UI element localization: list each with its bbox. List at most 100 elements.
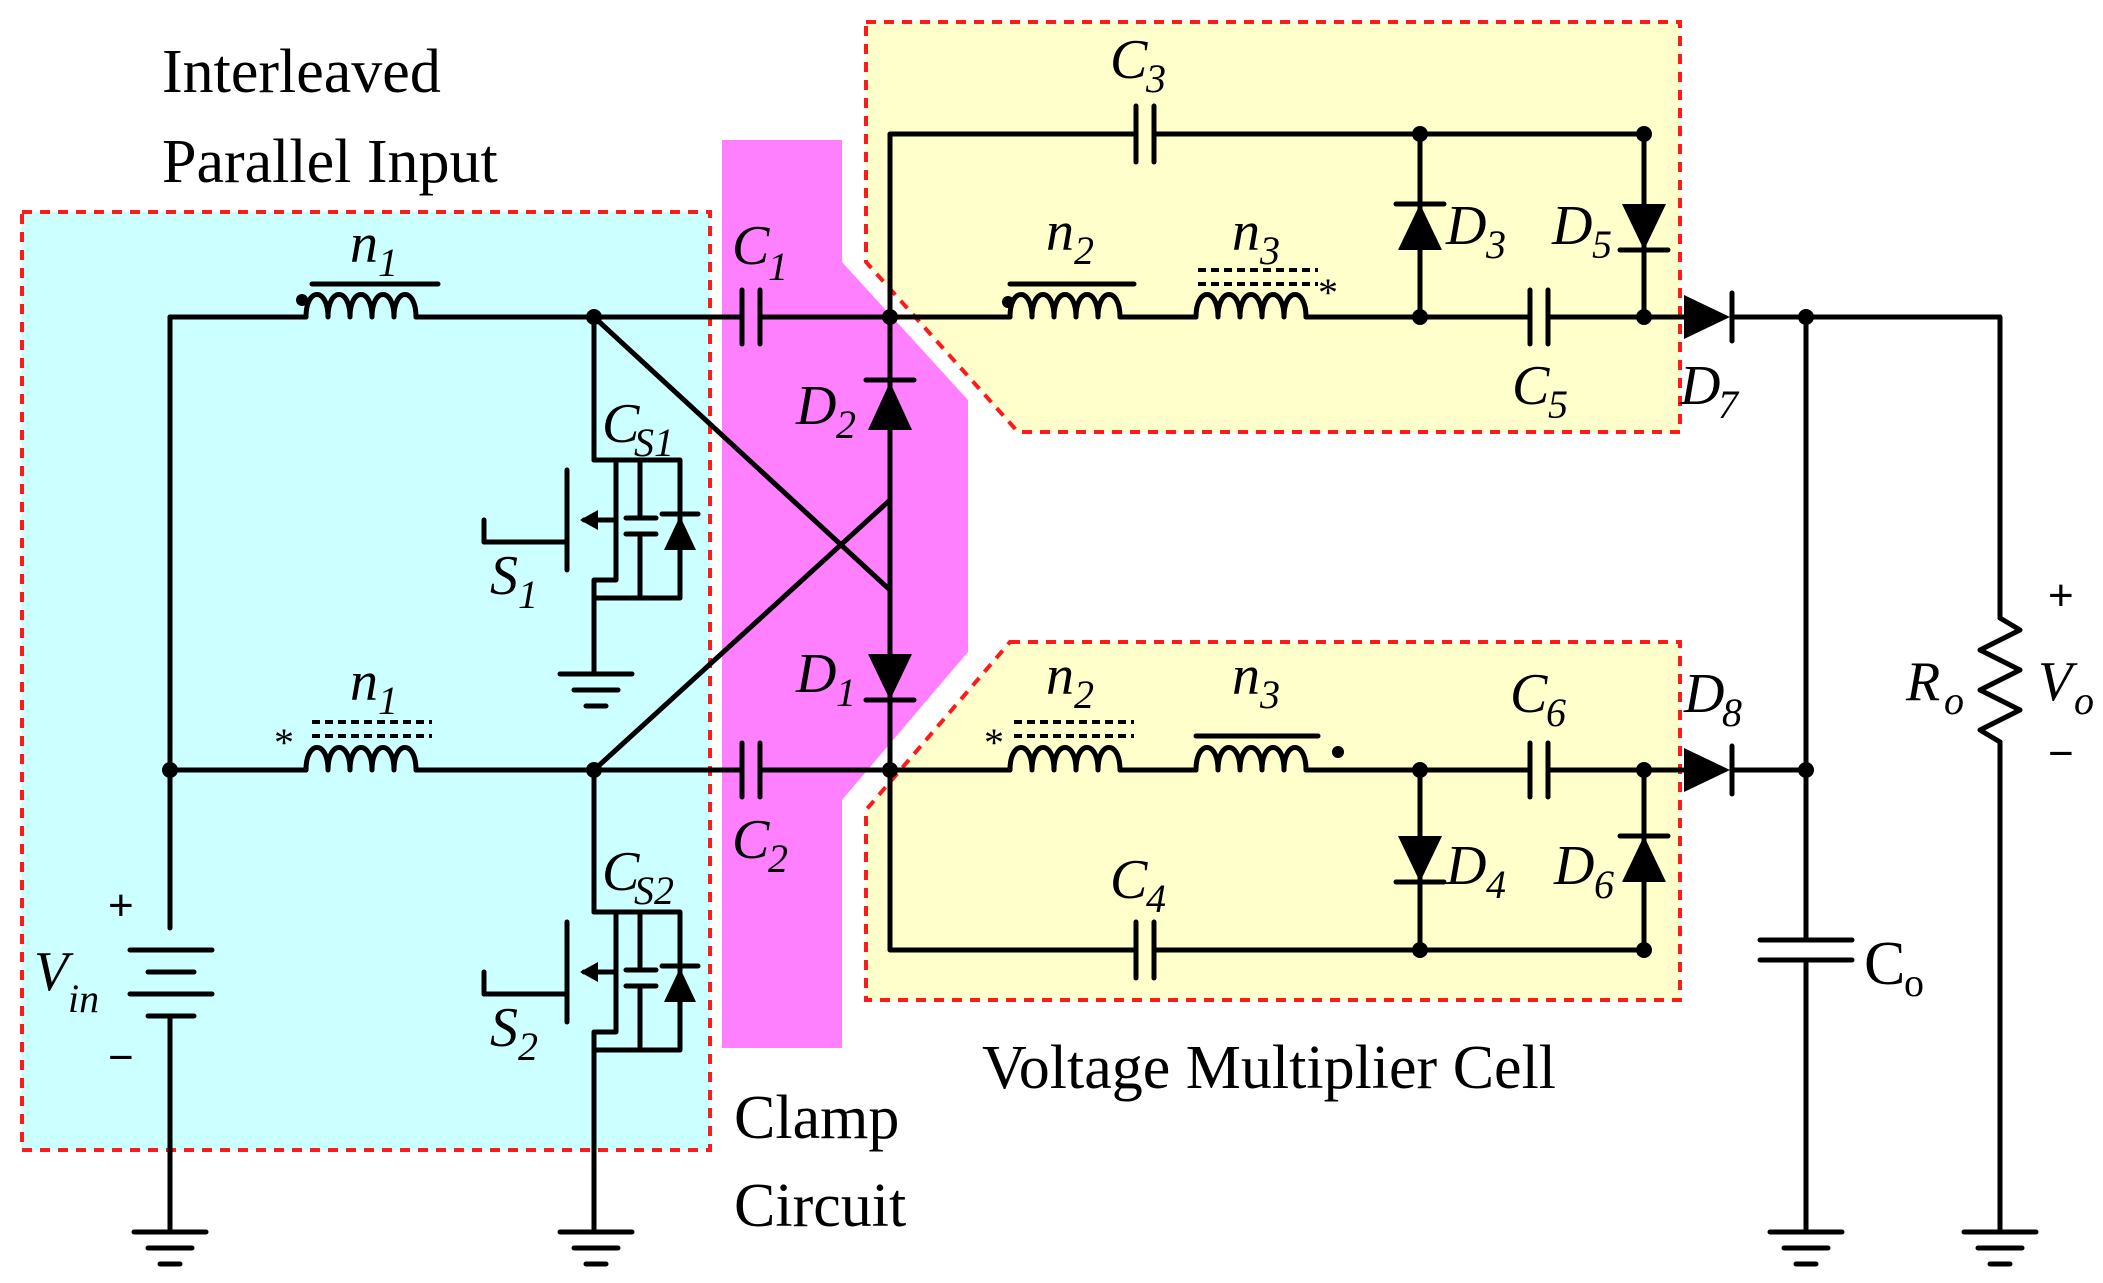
- label-n3-top-sub: 3: [1259, 228, 1280, 273]
- dot-n2-top: [1002, 296, 1014, 308]
- label-n3-bottom-sub: 3: [1259, 672, 1280, 717]
- vin-minus: −: [108, 1033, 134, 1082]
- label-d5: D: [1551, 195, 1592, 257]
- label-n1-top-sub: 1: [378, 240, 398, 285]
- label-c2: C: [732, 809, 770, 871]
- wire-vmc-bottom-loop: [887, 767, 1139, 953]
- label-s2-sub: 2: [518, 1024, 538, 1069]
- capacitor-c1: [739, 287, 893, 347]
- ground-co: [1767, 1229, 1845, 1267]
- label-vo-sub: o: [2074, 678, 2094, 723]
- label-co: C: [1864, 930, 1905, 998]
- wire-vmc-top-loop: [887, 131, 1139, 320]
- label-c6-sub: 6: [1546, 690, 1566, 735]
- label-d3: D: [1445, 195, 1486, 257]
- diode-d4: [1393, 836, 1447, 885]
- vmc-top-border: [864, 20, 1682, 434]
- node-d6-bottom: [1636, 942, 1652, 958]
- label-n1-bottom-sub: 1: [378, 678, 398, 723]
- clamp-region-fill: [722, 140, 968, 1048]
- vin-label: V: [34, 941, 74, 1003]
- inductor-n1-top: [303, 292, 419, 320]
- node-d5-top: [1636, 126, 1652, 142]
- clamp-title-line2: Circuit: [734, 1172, 906, 1240]
- dot-n1-top: [296, 294, 308, 306]
- resistor-ro: [1977, 615, 2023, 745]
- label-vo: V: [2038, 651, 2078, 713]
- diode-d7: [1684, 290, 1735, 344]
- label-d8-sub: 8: [1722, 690, 1742, 735]
- label-n2-top-sub: 2: [1074, 228, 1094, 273]
- switch-s2: [481, 767, 701, 1235]
- switch-s1: [481, 314, 701, 677]
- diode-d8: [1684, 743, 1735, 797]
- wire-cross-up: [591, 497, 893, 773]
- input-title-line2: Parallel Input: [162, 128, 498, 196]
- label-d6-sub: 6: [1594, 862, 1614, 907]
- node-d4-top: [1412, 762, 1428, 778]
- label-s1: S: [490, 545, 518, 607]
- label-c1-sub: 1: [768, 244, 788, 289]
- label-n3-top: n: [1232, 201, 1260, 263]
- label-d3-sub: 3: [1485, 222, 1506, 267]
- label-cs1: C: [602, 393, 640, 455]
- label-d1: D: [795, 643, 836, 705]
- vmc-bottom-fill: [866, 642, 1680, 1000]
- capacitor-co: [1757, 937, 1855, 963]
- inductor-n1-bottom: [303, 745, 419, 773]
- label-d1-sub: 1: [836, 670, 856, 715]
- label-d7: D: [1679, 355, 1720, 417]
- star-n3-top: *: [1318, 270, 1338, 315]
- label-d8: D: [1683, 663, 1724, 725]
- inductor-n3-bottom: [1193, 745, 1309, 773]
- label-n2-bottom-sub: 2: [1074, 672, 1094, 717]
- label-c1: C: [732, 215, 770, 277]
- label-s1-sub: 1: [518, 572, 538, 617]
- label-cs2-sub: S2: [634, 868, 674, 913]
- input-title-line1: Interleaved: [162, 38, 441, 106]
- inductor-n2-bottom: [1007, 745, 1123, 773]
- label-c3-sub: 3: [1145, 56, 1166, 101]
- label-c4-sub: 4: [1146, 876, 1166, 921]
- label-c4: C: [1110, 849, 1148, 911]
- wire-output-top: [1729, 314, 2003, 621]
- dot-n3-bottom: [1332, 746, 1344, 758]
- vmc-title: Voltage Multiplier Cell: [982, 1034, 1556, 1102]
- capacitor-c2: [739, 740, 893, 800]
- label-d4: D: [1445, 835, 1486, 897]
- inductor-n2-top: [1007, 292, 1123, 320]
- star-n2-bottom: *: [984, 720, 1004, 765]
- label-d2: D: [795, 375, 836, 437]
- vo-minus: −: [2048, 729, 2074, 778]
- diode-d3: [1393, 201, 1447, 250]
- label-c6: C: [1510, 663, 1548, 725]
- node-left-bottom: [162, 762, 178, 778]
- node-d3-bottom: [1412, 309, 1428, 325]
- ground-vin: [131, 1229, 209, 1267]
- node-d4-bottom: [1412, 942, 1428, 958]
- clamp-title-line1: Clamp: [734, 1084, 899, 1152]
- vo-plus: +: [2048, 571, 2074, 620]
- node-d3-top: [1412, 126, 1428, 142]
- label-c5: C: [1512, 355, 1550, 417]
- vin-label-sub: in: [68, 976, 99, 1021]
- diode-d6: [1617, 833, 1671, 882]
- label-d2-sub: 2: [836, 402, 856, 447]
- diode-d5: [1617, 204, 1671, 253]
- input-region-border: [20, 210, 712, 1152]
- vin-plus: +: [108, 881, 134, 930]
- vmc-region-bottom: [864, 640, 1682, 1002]
- label-d6: D: [1553, 835, 1594, 897]
- label-c3: C: [1110, 29, 1148, 91]
- vmc-top-fill: [866, 22, 1680, 432]
- label-cs1-sub: S1: [634, 420, 674, 465]
- inductor-n3-top: [1193, 292, 1309, 320]
- label-d7-sub: 7: [1718, 382, 1740, 427]
- label-n3-bottom: n: [1232, 645, 1260, 707]
- label-c2-sub: 2: [768, 836, 788, 881]
- label-co-sub: o: [1904, 960, 1924, 1005]
- label-ro-sub: o: [1944, 678, 1964, 723]
- label-cs2: C: [602, 841, 640, 903]
- star-n1-bottom: *: [274, 720, 294, 765]
